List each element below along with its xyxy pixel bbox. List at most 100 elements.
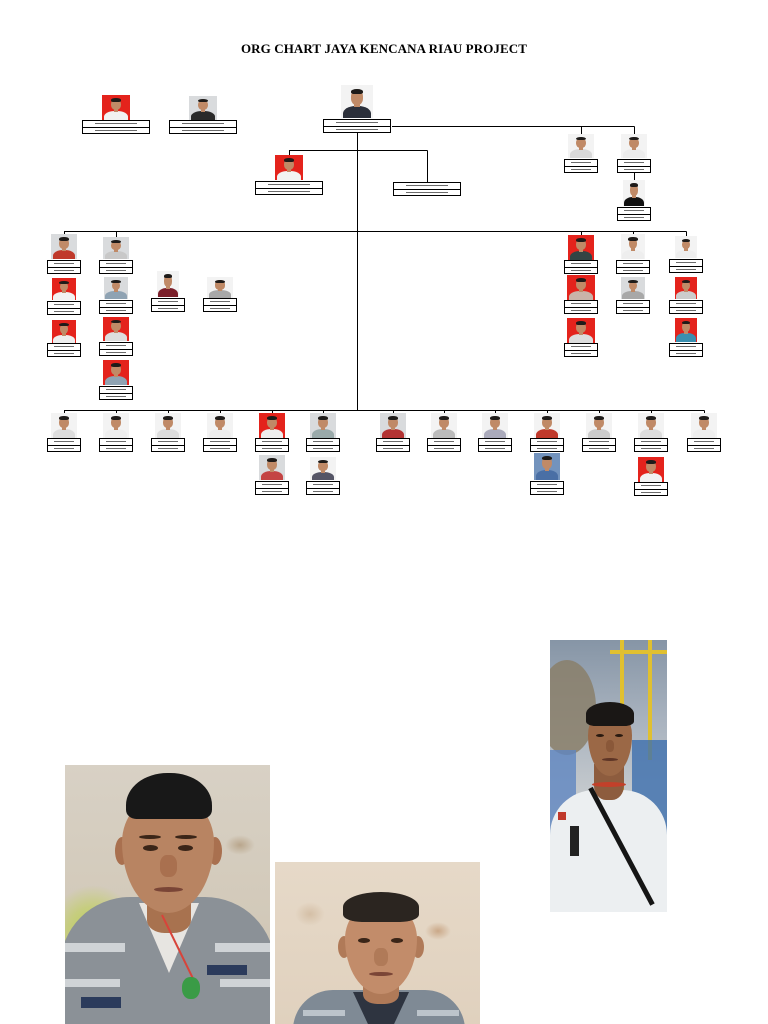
label-text	[675, 268, 697, 270]
shirt	[158, 287, 178, 297]
shirt	[587, 429, 611, 438]
neck	[544, 426, 550, 430]
vest-patch	[207, 965, 247, 975]
label-text	[622, 309, 644, 311]
face	[439, 417, 449, 428]
hair	[628, 237, 638, 241]
label-text	[433, 447, 455, 449]
hair	[318, 459, 328, 464]
nose	[606, 740, 614, 752]
role-field	[100, 266, 132, 274]
label-text	[209, 447, 231, 449]
face	[575, 322, 587, 333]
hair	[343, 892, 419, 922]
face	[267, 459, 277, 470]
name-field	[100, 343, 132, 349]
role-field	[565, 266, 597, 274]
role-field	[394, 188, 460, 196]
mouth	[369, 972, 393, 976]
label-text	[261, 484, 283, 486]
shirt	[104, 376, 128, 385]
position-label	[564, 300, 598, 314]
neck	[578, 146, 584, 151]
hair	[490, 416, 500, 420]
name-field	[565, 301, 597, 307]
label-text	[536, 484, 558, 486]
person-photo	[259, 455, 285, 480]
position-label	[82, 120, 150, 134]
neck	[113, 248, 119, 252]
hair	[575, 278, 587, 282]
neck	[578, 288, 584, 292]
person-photo	[431, 413, 457, 438]
hair	[594, 416, 604, 420]
label-text	[484, 447, 506, 449]
neck	[684, 288, 688, 292]
label-text	[675, 346, 697, 348]
label-text	[105, 447, 127, 449]
label-text	[105, 389, 127, 391]
face	[111, 240, 121, 251]
position-label	[530, 481, 564, 495]
face	[215, 280, 225, 290]
person-photo	[103, 317, 129, 341]
name-field	[583, 439, 615, 445]
neck	[269, 468, 275, 472]
face	[699, 417, 709, 428]
label-text	[536, 441, 558, 443]
name-field	[617, 261, 649, 267]
neck	[269, 426, 275, 430]
name-field	[670, 344, 702, 350]
face	[59, 281, 69, 292]
role-field	[617, 266, 649, 274]
role-field	[531, 487, 563, 495]
label-text	[570, 168, 592, 170]
name-field	[256, 482, 288, 488]
neck	[113, 108, 119, 112]
label-text	[623, 210, 645, 212]
position-label	[99, 438, 133, 452]
position-label	[634, 438, 668, 452]
shirt	[692, 429, 716, 438]
face	[164, 275, 172, 287]
person-photo	[104, 277, 128, 299]
nose	[160, 855, 177, 877]
shirt	[432, 429, 456, 438]
label-text	[570, 352, 592, 354]
position-label	[530, 438, 564, 452]
neck	[631, 146, 637, 151]
neck	[165, 426, 171, 430]
face	[111, 417, 121, 428]
label-text	[261, 441, 283, 443]
role-field	[100, 392, 132, 400]
face	[594, 417, 604, 428]
shirt	[276, 171, 302, 180]
person-photo	[310, 413, 336, 438]
reflective-stripe	[417, 1010, 459, 1016]
role-field	[565, 349, 597, 357]
role-field	[100, 306, 132, 314]
hair	[110, 98, 122, 102]
name-field	[204, 299, 236, 305]
role-field	[670, 265, 702, 273]
position-label	[669, 300, 703, 314]
neck	[544, 467, 550, 472]
label-text	[209, 307, 231, 309]
name-field	[635, 483, 667, 489]
face	[542, 417, 552, 428]
shirt	[260, 429, 284, 438]
name-field	[479, 439, 511, 445]
person-photo	[567, 275, 595, 300]
label-text	[640, 491, 662, 493]
hair	[111, 363, 121, 367]
face	[110, 99, 122, 110]
neck	[578, 331, 584, 335]
hair	[646, 416, 656, 420]
role-field	[307, 444, 339, 452]
shirt	[53, 334, 75, 343]
neck	[492, 426, 498, 430]
role-field	[635, 444, 667, 452]
label-text	[312, 447, 334, 449]
